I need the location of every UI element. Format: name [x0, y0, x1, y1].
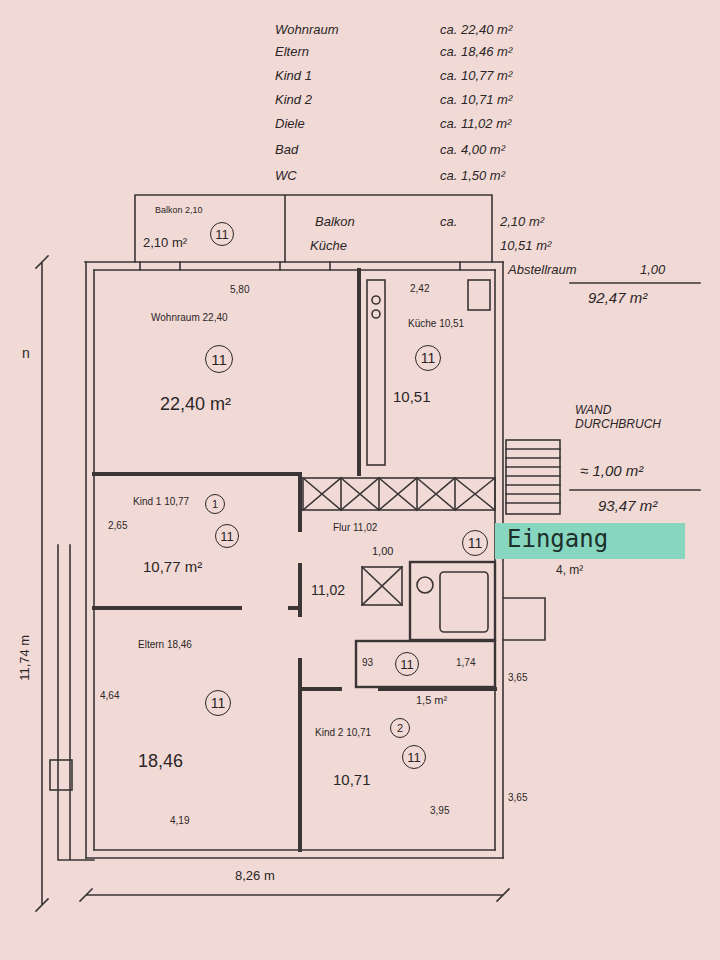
- bedroom-room: Eltern 18,46 18,46: [92, 611, 298, 849]
- dimension-label: 3,65: [508, 672, 527, 684]
- area-table-entry: Balkon: [315, 214, 355, 230]
- area-table-entry: ca. 11,02 m²: [440, 116, 511, 132]
- area-table-entry: ca. 1,50 m²: [440, 168, 505, 184]
- room-heading: Eingang: [507, 525, 608, 554]
- callout-number: 11: [462, 530, 488, 556]
- callout-number: 11: [415, 345, 441, 371]
- room-heading: 93: [362, 657, 373, 669]
- dimension-label: 3,65: [508, 792, 527, 804]
- area-table-entry: ca. 10,71 m²: [440, 92, 512, 108]
- dimension-label: 8,26 m: [235, 868, 275, 884]
- toilet-room: 931,741,5 m²: [356, 641, 493, 687]
- dimension-label: 1,00: [372, 545, 393, 558]
- area-table-entry: ca. 22,40 m²: [440, 22, 512, 38]
- area-value: 10,77 m²: [143, 558, 202, 576]
- area-table-entry: Küche: [310, 238, 347, 254]
- child-room: Kind 1 10,77 10,77 m²: [96, 478, 298, 606]
- area-value: 1,74: [456, 657, 475, 669]
- area-table-entry: 92,47 m²: [588, 289, 647, 307]
- area-value: 22,40 m²: [160, 394, 231, 416]
- dimension-label: 5,80: [230, 284, 249, 296]
- area-table-entry: ≈ 1,00 m²: [580, 462, 643, 480]
- hall-room: Flur 11,02 11,02: [303, 512, 408, 687]
- area-value: 2,10 m²: [143, 235, 187, 251]
- area-table-entry: 10,51 m²: [500, 238, 551, 254]
- dimension-label: 4,64: [100, 690, 119, 702]
- dimension-label: 4,19: [170, 815, 189, 827]
- callout-number: 11: [395, 652, 419, 676]
- dimension-label: 4, m²: [556, 563, 583, 577]
- dimension-label: 11,74 m: [17, 628, 33, 688]
- living-room: Wohnraum 22,40 22,40 m²: [96, 272, 356, 472]
- area-table-entry: ca.: [440, 214, 457, 230]
- area-table-entry: 1,00: [640, 262, 665, 278]
- area-table-entry: ca. 10,77 m²: [440, 68, 512, 84]
- area-table-entry: Wohnraum: [275, 22, 339, 38]
- dimension-label: n: [22, 345, 30, 362]
- callout-number: 11: [215, 524, 239, 548]
- area-table-entry: ca. 4,00 m²: [440, 142, 505, 158]
- callout-number: 2: [390, 718, 410, 738]
- area-table-entry: ca. 18,46 m²: [440, 44, 512, 60]
- dimension-label: 2,65: [108, 520, 127, 532]
- dimension-label: 2,42: [410, 283, 429, 295]
- callout-number: 11: [205, 345, 233, 373]
- callout-number: 1: [205, 494, 225, 514]
- area-table-entry: Kind 1: [275, 68, 312, 84]
- callout-number: 11: [210, 222, 234, 246]
- area-value: 1,5 m²: [416, 694, 447, 707]
- callout-number: 11: [205, 690, 231, 716]
- area-value: 11,02: [311, 582, 345, 599]
- area-value: 10,71: [333, 771, 371, 789]
- area-value: 10,51: [393, 388, 431, 406]
- area-value: 18,46: [138, 751, 183, 773]
- area-table-entry: WAND DURCHBRUCH: [575, 403, 695, 432]
- area-table-entry: Bad: [275, 142, 298, 158]
- child-room: Kind 2 10,71 10,71: [303, 691, 493, 848]
- callout-number: 11: [402, 745, 426, 769]
- area-table-entry: 2,10 m²: [500, 214, 544, 230]
- area-table-entry: Diele: [275, 116, 305, 132]
- kitchen-room: Küche 10,51 10,51: [362, 272, 493, 472]
- room-heading: Balkon 2,10: [155, 205, 203, 216]
- area-table-entry: Eltern: [275, 44, 309, 60]
- room-heading: Flur 11,02: [333, 522, 377, 534]
- area-table-entry: 93,47 m²: [598, 497, 657, 515]
- room-heading: Kind 2 10,71: [315, 727, 371, 739]
- dimension-label: 3,95: [430, 805, 449, 817]
- room-heading: Küche 10,51: [408, 318, 464, 330]
- room-heading: Kind 1 10,77: [133, 496, 189, 508]
- area-table-entry: WC: [275, 168, 297, 184]
- area-table-entry: Abstellraum: [508, 262, 577, 278]
- entrance-tag: Eingang: [495, 523, 685, 559]
- area-table-entry: Kind 2: [275, 92, 312, 108]
- room-heading: Eltern 18,46: [138, 639, 192, 651]
- room-heading: Wohnraum 22,40: [151, 312, 228, 324]
